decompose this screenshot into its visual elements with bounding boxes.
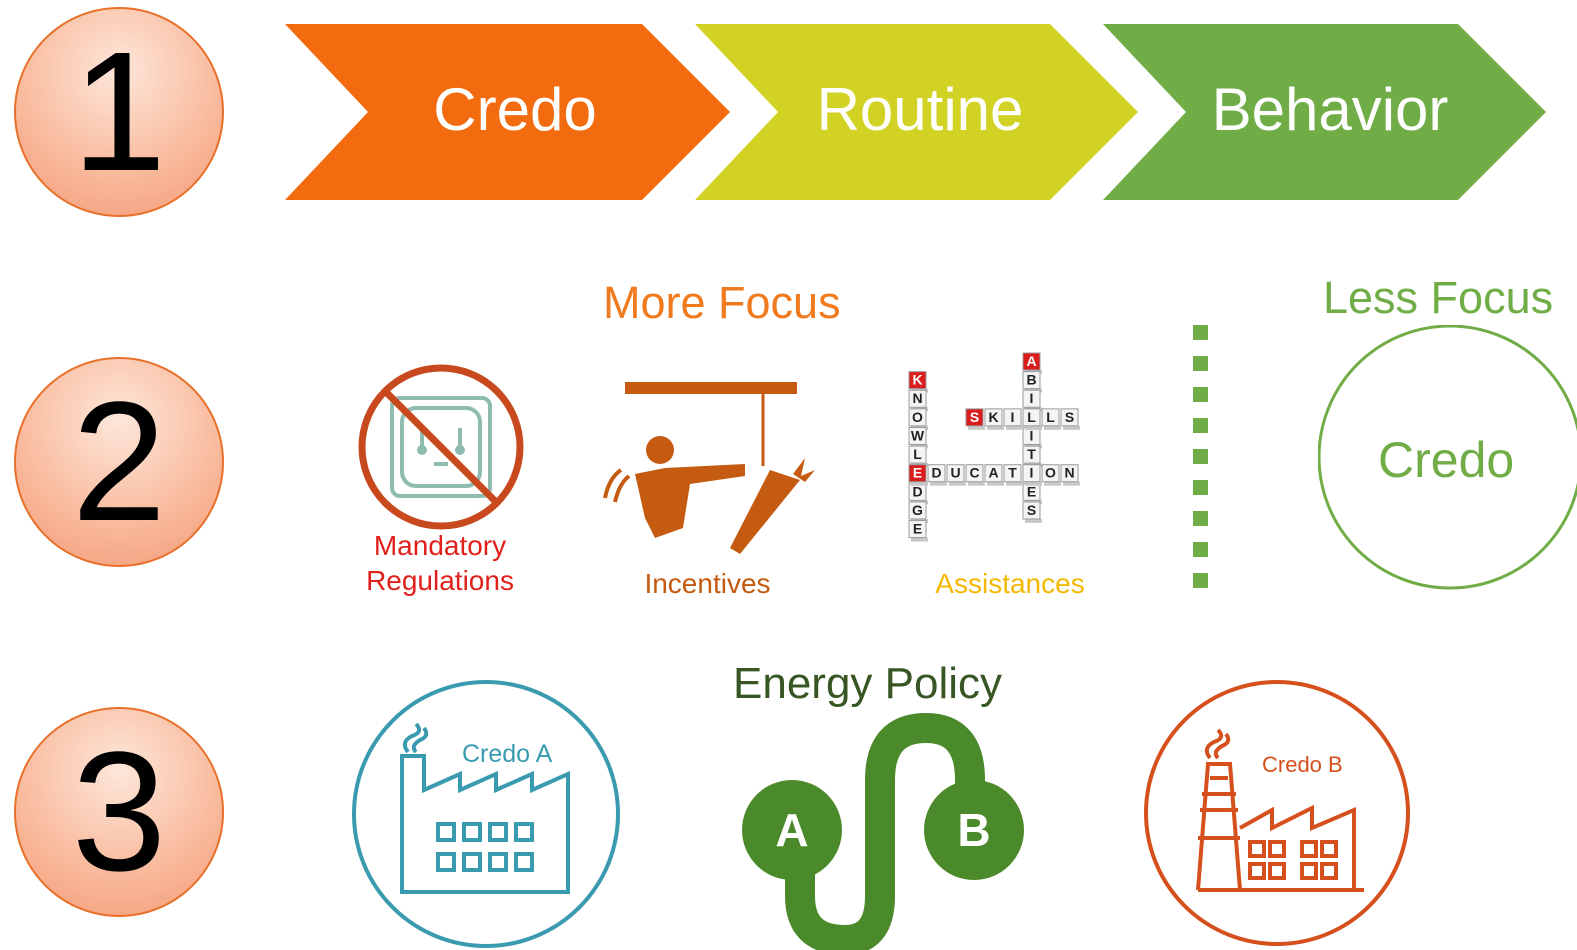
letter-tile: U [946,464,966,486]
svg-text:C: C [969,465,979,481]
crossword-blocks-icon: KNOWLEDGEABILITIESSKILLSEDUCATION [908,352,1080,542]
less-focus-circle [1318,325,1577,590]
mandatory-regulations-label: Mandatory Regulations [366,530,514,596]
svg-text:W: W [911,427,925,443]
letter-tile: A [984,464,1004,486]
row-2-number-badge: 2 [14,357,224,567]
row-1-number-badge: 1 [14,7,224,217]
svg-text:E: E [1027,483,1036,499]
letter-tile: O [1041,464,1061,486]
credo-b-circle [1144,680,1410,946]
letter-tile: I [1022,464,1042,486]
chevron-credo-label: Credo [433,76,597,143]
energy-policy-title: Energy Policy [733,659,1003,708]
credo-a-label: Credo A [462,740,553,768]
svg-text:T: T [1027,446,1036,462]
row-3-number: 3 [71,717,167,907]
letter-tile: N [1060,464,1080,486]
row-2-number: 2 [71,367,167,557]
chevron-behavior-label: Behavior [1211,76,1449,143]
node-b-label: B [957,804,990,856]
less-focus-heading: Less Focus [1323,272,1554,323]
letter-tile: T [1003,464,1023,486]
a-to-b-path-icon: A B [742,712,1024,950]
row-1-number: 1 [71,17,167,207]
chevron-routine-label: Routine [816,76,1024,143]
svg-text:S: S [970,409,979,425]
incentives-label: Incentives [644,568,771,599]
svg-text:S: S [1027,502,1036,518]
focus-separator [1193,325,1209,604]
svg-text:N: N [1064,465,1074,481]
svg-text:B: B [1026,372,1036,388]
assistances-label: Assistances [935,568,1085,599]
letter-tile: K [984,408,1004,430]
credo-b-label: Credo B [1262,752,1343,777]
svg-text:I: I [1030,465,1034,481]
svg-text:L: L [1027,409,1036,425]
svg-text:U: U [950,465,960,481]
no-outlet-icon [358,364,524,530]
letter-tile: S [1022,501,1042,523]
svg-text:D: D [912,483,922,499]
letter-tile: S [1060,408,1080,430]
svg-text:K: K [912,372,922,388]
chevron-credo [285,24,730,200]
letter-tile: L [1041,408,1061,430]
svg-text:L: L [913,446,922,462]
node-a-label: A [775,804,808,856]
chevron-flow [285,24,1546,200]
svg-text:N: N [912,390,922,406]
row-3-number-badge: 3 [14,707,224,917]
svg-text:L: L [1046,409,1055,425]
credo-a-circle [352,680,620,948]
svg-text:A: A [1026,353,1036,369]
svg-text:S: S [1065,409,1074,425]
svg-text:D: D [931,465,941,481]
letter-tile: L [1022,408,1042,430]
more-focus-heading: More Focus [603,277,841,328]
chevron-behavior [1103,24,1546,200]
svg-text:G: G [912,502,923,518]
svg-text:O: O [912,409,923,425]
svg-text:I: I [1030,427,1034,443]
svg-text:I: I [1011,409,1015,425]
carrot-on-stick-icon [603,382,815,554]
less-focus-credo-label: Credo [1378,432,1515,488]
svg-text:O: O [1045,465,1056,481]
chevron-routine [695,24,1138,200]
letter-tile: I [1003,408,1023,430]
svg-text:K: K [988,409,998,425]
svg-text:T: T [1008,465,1017,481]
letter-tile: C [965,464,985,486]
letter-tile: E [908,520,928,542]
svg-text:I: I [1030,390,1034,406]
svg-text:E: E [913,465,922,481]
svg-text:A: A [988,465,998,481]
letter-tile: S [965,408,985,430]
letter-tile: D [927,464,947,486]
letter-tile: E [908,464,928,486]
svg-text:E: E [913,521,922,537]
